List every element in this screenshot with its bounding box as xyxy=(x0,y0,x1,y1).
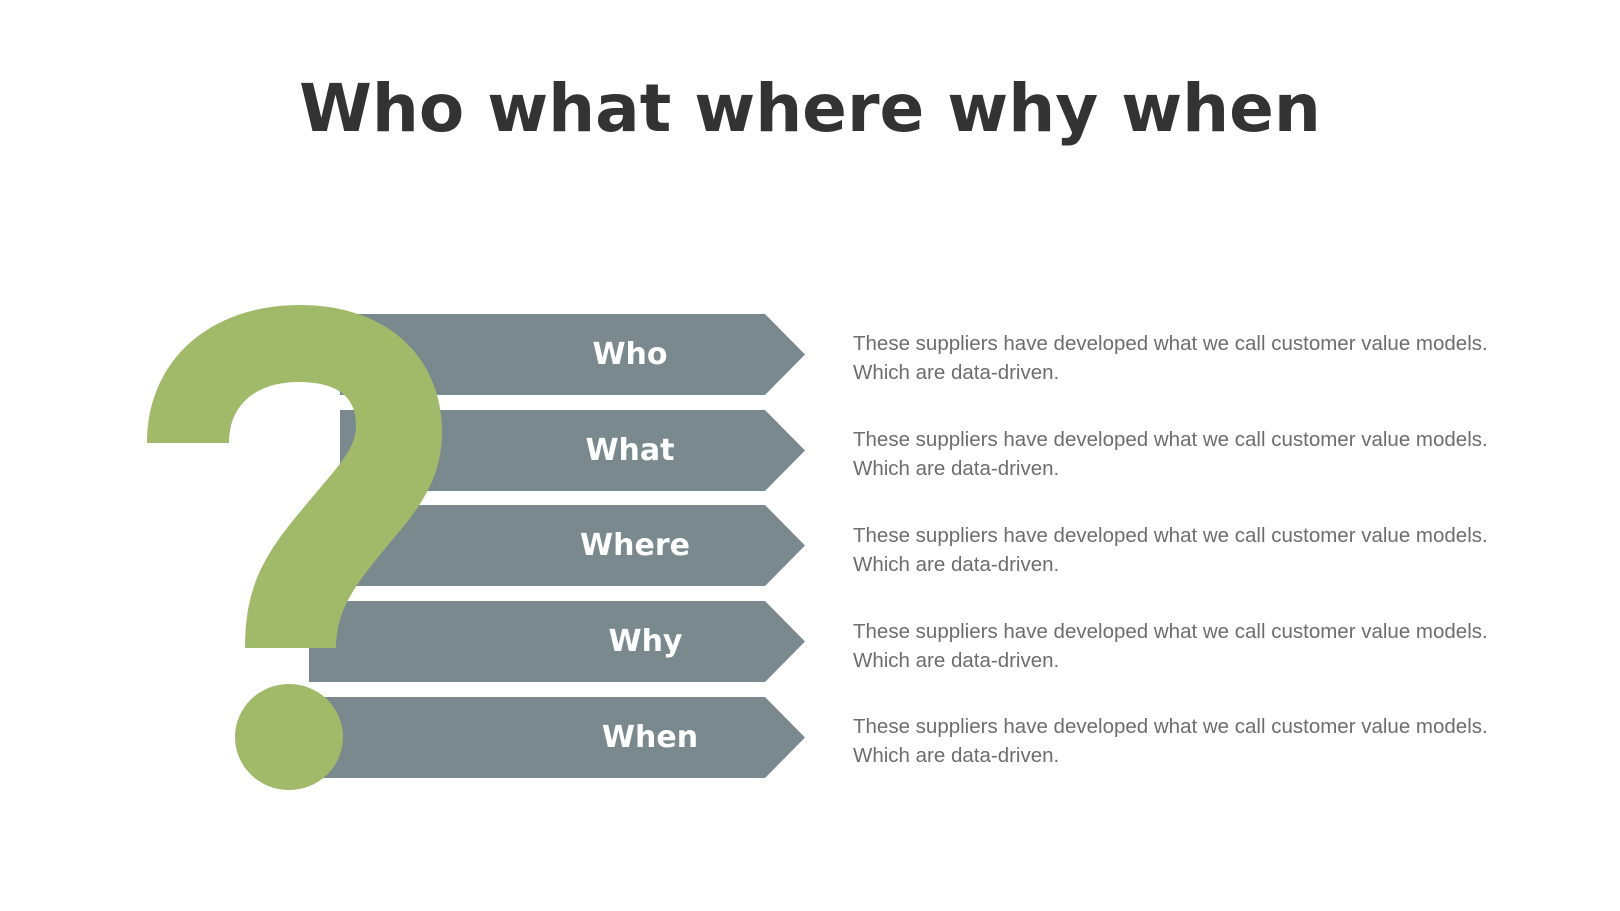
arrow-why: Why xyxy=(309,601,805,682)
description-who: These suppliers have developed what we c… xyxy=(853,332,1488,384)
arrow-when: When xyxy=(300,697,805,778)
arrow-label-who: Who xyxy=(592,337,668,372)
arrow-label-what: What xyxy=(585,433,675,468)
slide-title: Who what where why when xyxy=(299,70,1321,147)
description-when: These suppliers have developed what we c… xyxy=(853,715,1488,767)
arrow-where: Where xyxy=(330,505,805,586)
arrow-label-why: Why xyxy=(608,624,683,659)
arrow-label-when: When xyxy=(601,720,699,755)
arrow-label-where: Where xyxy=(580,528,690,563)
arrow-what: What xyxy=(340,410,805,491)
arrow-who: Who xyxy=(340,314,805,395)
description-why: These suppliers have developed what we c… xyxy=(853,620,1488,672)
description-what: These suppliers have developed what we c… xyxy=(853,428,1488,480)
description-where: These suppliers have developed what we c… xyxy=(853,524,1488,576)
